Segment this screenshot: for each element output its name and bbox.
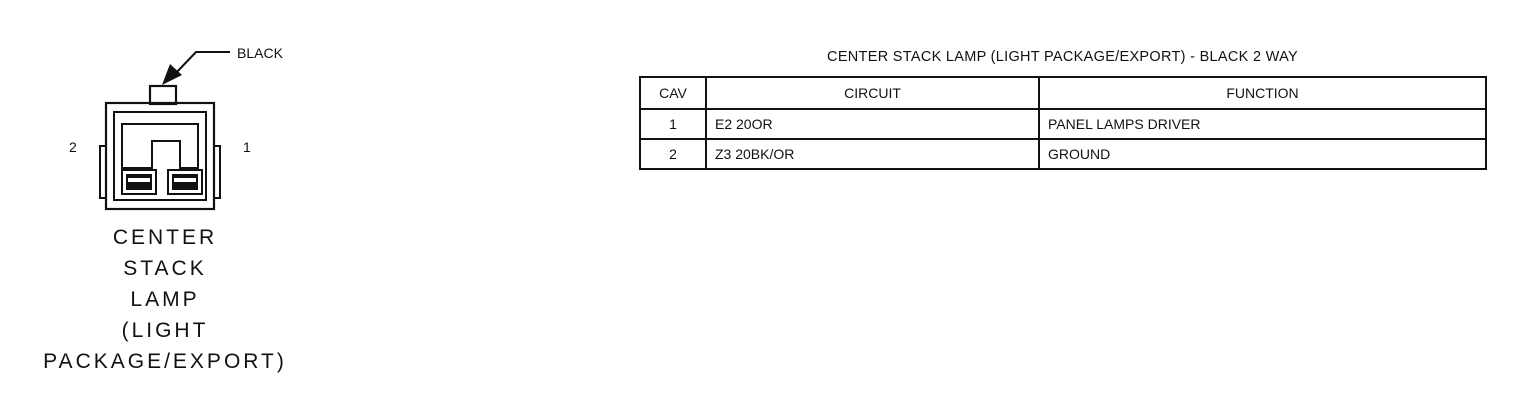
caption-line-4: (LIGHT xyxy=(121,319,209,342)
cell-circuit: E2 20OR xyxy=(705,108,1040,140)
caption-line-1: CENTER xyxy=(112,226,218,249)
pinout-table: CAV CIRCUIT FUNCTION 1 E2 20OR PANEL LAM… xyxy=(639,76,1487,170)
cell-cav: 1 xyxy=(639,108,707,140)
connector-caption: CENTER STACK LAMP (LIGHT PACKAGE/EXPORT) xyxy=(0,222,330,377)
callout-arrow xyxy=(162,51,230,85)
header-cav: CAV xyxy=(639,76,707,110)
table-title: CENTER STACK LAMP (LIGHT PACKAGE/EXPORT)… xyxy=(827,49,1298,65)
caption-line-5: PACKAGE/EXPORT) xyxy=(43,350,287,373)
cell-function: PANEL LAMPS DRIVER xyxy=(1038,108,1487,140)
table-row: 2 Z3 20BK/OR GROUND xyxy=(639,138,1487,170)
connector-diagram: BLACK 2 1 xyxy=(69,45,284,211)
table-header-row: CAV CIRCUIT FUNCTION xyxy=(639,76,1487,110)
connector-body xyxy=(99,84,221,211)
cell-circuit: Z3 20BK/OR xyxy=(705,138,1040,170)
pin-number-1: 1 xyxy=(243,139,251,155)
table-row: 1 E2 20OR PANEL LAMPS DRIVER xyxy=(639,108,1487,140)
terminal-cavity-1 xyxy=(167,169,203,195)
pin-number-2: 2 xyxy=(69,139,77,155)
cell-function: GROUND xyxy=(1038,138,1487,170)
header-function: FUNCTION xyxy=(1038,76,1487,110)
terminal-cavity-2 xyxy=(121,169,157,195)
connector-color-label: BLACK xyxy=(237,45,284,61)
caption-line-3: LAMP xyxy=(130,288,200,311)
cell-cav: 2 xyxy=(639,138,707,170)
header-circuit: CIRCUIT xyxy=(705,76,1040,110)
caption-line-2: STACK xyxy=(123,257,207,280)
